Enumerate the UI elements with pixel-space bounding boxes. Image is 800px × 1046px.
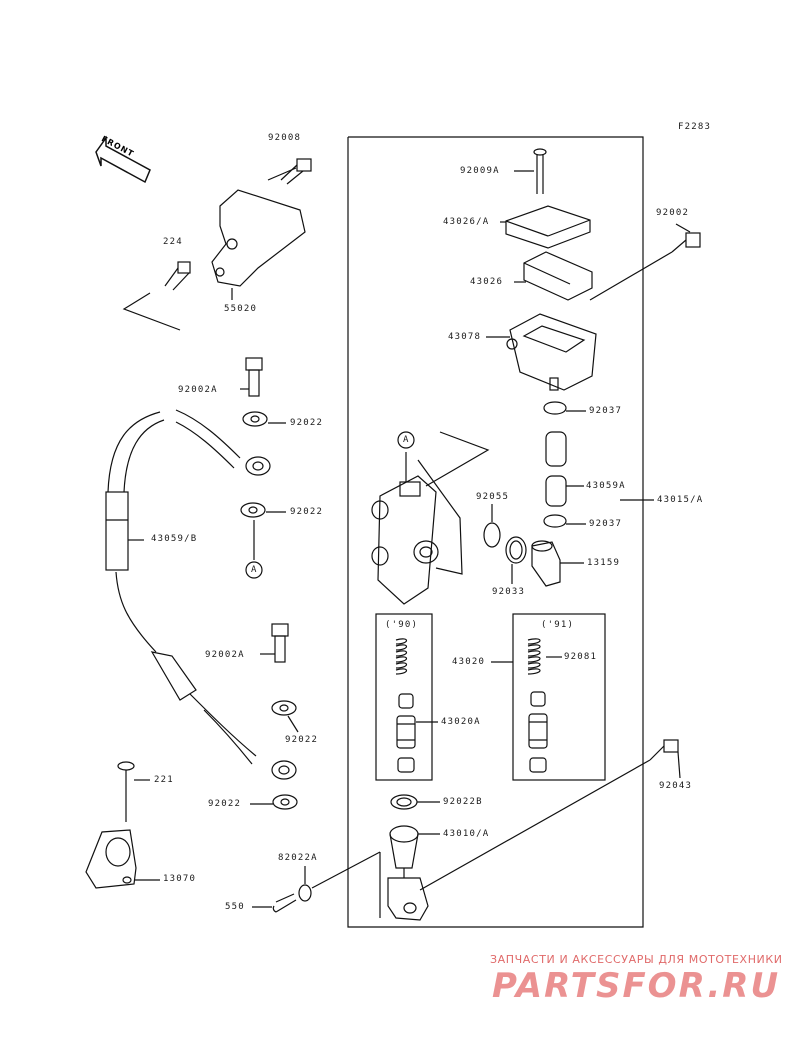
part-13159: 13159: [587, 558, 621, 568]
cotter-pin-550: [272, 893, 297, 913]
circlip-92022B: [390, 794, 418, 810]
screw-92009A: [514, 148, 547, 194]
part-92081: 92081: [564, 652, 598, 662]
variant-91: ('91): [541, 620, 575, 630]
part-43010A: 43010/A: [443, 829, 490, 839]
hose-43059A-lower: [545, 475, 567, 507]
banjo-bolt-92002A-top: [240, 357, 263, 397]
part-92008: 92008: [268, 133, 302, 143]
part-92009A: 92009A: [460, 166, 500, 176]
watermark-logo: PARTSFOR.RU: [492, 966, 781, 1006]
part-92002A-mid: 92002A: [205, 650, 245, 660]
master-cylinder-body: [371, 431, 490, 605]
circlip-92033: [505, 536, 527, 564]
part-224: 224: [163, 237, 183, 247]
part-92022-c: 92022: [285, 735, 319, 745]
hose-43059A-upper: [545, 431, 567, 467]
part-55020: 55020: [224, 304, 258, 314]
part-92037-a: 92037: [589, 406, 623, 416]
piston-kit-90: [395, 638, 438, 773]
part-43020A: 43020A: [441, 717, 481, 727]
part-92022-a: 92022: [290, 418, 324, 428]
washer-92022-a: [242, 411, 268, 427]
callout-a-left: A: [251, 565, 258, 575]
part-13070: 13070: [163, 874, 197, 884]
brake-hose-43059B: [105, 409, 297, 780]
clamp-92037-a: [543, 401, 567, 415]
part-92022-b: 92022: [290, 507, 324, 517]
part-43059A: 43059A: [586, 481, 626, 491]
part-92055: 92055: [476, 492, 510, 502]
variant-90: ('90): [385, 620, 419, 630]
reservoir-43078: [509, 313, 597, 391]
push-rod-43010A: [379, 825, 440, 921]
part-43026: 43026: [470, 277, 504, 287]
piston-kit-91: [527, 638, 562, 773]
front-arrow-icon: [95, 135, 151, 184]
assembly-frame: [347, 136, 644, 928]
part-92033: 92033: [492, 587, 526, 597]
part-92002: 92002: [656, 208, 690, 218]
part-43015A: 43015/A: [657, 495, 704, 505]
part-82022A: 82022A: [278, 853, 318, 863]
part-92022B: 92022B: [443, 797, 483, 807]
banjo-bolt-92002A-mid: [260, 623, 289, 663]
part-43026A: 43026/A: [443, 217, 490, 227]
watermark-tagline: ЗАПЧАСТИ И АКСЕССУАРЫ ДЛЯ МОТОТЕХНИКИ: [490, 953, 783, 966]
clamp-92037-b: [543, 514, 567, 528]
bracket-55020: [211, 189, 306, 287]
screw-221: [117, 761, 150, 822]
o-ring-92055: [483, 522, 501, 548]
bolt-92002: [589, 223, 701, 301]
reservoir-cap-43026A: [505, 205, 591, 249]
part-43059B: 43059/B: [151, 534, 198, 544]
washer-92022-b: [240, 502, 266, 518]
part-43078: 43078: [448, 332, 482, 342]
part-43020: 43020: [452, 657, 486, 667]
part-550: 550: [225, 902, 245, 912]
bolt-224: [122, 261, 191, 331]
part-92037-b: 92037: [589, 519, 623, 529]
variant-box-91: [512, 613, 606, 781]
diaphragm-43026: [523, 251, 593, 301]
washer-92022-d: [272, 794, 298, 810]
bolt-92008: [267, 158, 312, 185]
elbow-13159: [531, 541, 561, 587]
figure-code: F2283: [678, 122, 712, 132]
washer-82022A: [298, 884, 312, 902]
bolt-92043: [419, 739, 681, 891]
callout-a-body: A: [403, 435, 410, 445]
part-92043: 92043: [659, 781, 693, 791]
washer-92022-c: [271, 700, 297, 716]
part-92002A-top: 92002A: [178, 385, 218, 395]
variant-box-90: [375, 613, 433, 781]
holder-13070: [85, 829, 137, 889]
part-92022-d: 92022: [208, 799, 242, 809]
part-221: 221: [154, 775, 174, 785]
